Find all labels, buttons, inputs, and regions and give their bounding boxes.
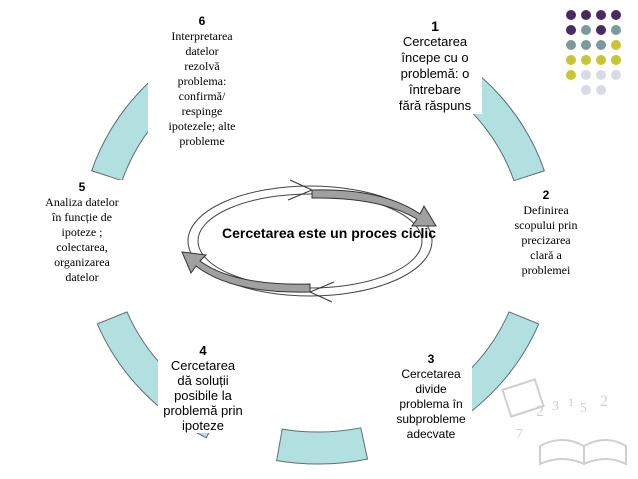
step-line: începe cu o (401, 50, 469, 65)
step-5: 5 Analiza datelor în funcție de ipoteze … (30, 180, 134, 285)
decorative-dot (596, 10, 606, 20)
decorative-dot (566, 10, 576, 20)
upper-cycle-arrow (311, 189, 437, 227)
svg-text:5: 5 (580, 401, 587, 416)
svg-text:1: 1 (568, 395, 574, 409)
upper-arrowhead-mark (287, 179, 314, 201)
decorative-dot (611, 40, 621, 50)
step-line: organizarea (54, 255, 110, 269)
decorative-dot (611, 10, 621, 20)
step-line: confirmă/ (178, 89, 226, 103)
lower-cycle-arrow (181, 251, 311, 293)
step-2: 2 Definirea scopului prin precizarea cla… (508, 188, 584, 278)
step-number: 5 (78, 180, 86, 194)
step-line: posibile la (174, 388, 232, 403)
step-line: întrebare (408, 82, 462, 97)
decorative-dot (566, 40, 576, 50)
step-number: 2 (542, 188, 550, 202)
step-line: probleme (179, 134, 225, 148)
decorative-dot (596, 70, 606, 80)
decorative-dot (611, 70, 621, 80)
step-line: colectarea, (56, 240, 108, 254)
center-loop-outline (187, 185, 433, 297)
decorative-dot (581, 25, 591, 35)
decorative-dot (581, 10, 591, 20)
step-number: 1 (431, 18, 439, 34)
step-line: Cercetarea (402, 34, 468, 49)
step-line: problemei (521, 263, 571, 277)
decorative-dot (596, 25, 606, 35)
step-line: în funcție de (52, 210, 112, 224)
step-number: 3 (427, 352, 435, 366)
step-3: 3 Cercetarea divide problema în subprobl… (390, 352, 472, 442)
step-number: 6 (198, 14, 206, 28)
step-line: Analiza datelor (45, 195, 119, 209)
decorative-dot (596, 55, 606, 65)
step-line: fără răspuns (398, 98, 472, 113)
step-line: Definirea (523, 203, 569, 217)
decorative-dot (566, 55, 576, 65)
step-line: divide (415, 382, 447, 396)
step-line: datelor (185, 44, 219, 58)
step-line: Interpretarea (171, 29, 233, 43)
book-clipart-icon: 2 3 1 5 2 7 (501, 378, 627, 466)
decorative-dot (581, 70, 591, 80)
decorative-dot-grid (566, 10, 630, 100)
step-number: 4 (199, 343, 207, 358)
step-line: Cercetarea (170, 358, 236, 373)
decorative-dot (596, 40, 606, 50)
step-line: adecvate (406, 427, 456, 441)
center-label-line: proces ciclic (351, 225, 437, 241)
decorative-dot (611, 25, 621, 35)
step-line: problema în (399, 397, 463, 411)
ring-arc-bottom (276, 427, 369, 465)
step-1: 1 Cercetarea începe cu o problemă: o înt… (388, 18, 482, 114)
step-line: datelor (65, 270, 99, 284)
step-line: clară a (530, 248, 562, 262)
step-line: problemă: o (400, 66, 470, 81)
step-6: 6 Interpretarea datelor rezolvă problema… (148, 14, 256, 149)
svg-text:2: 2 (600, 393, 608, 410)
decorative-dot (566, 25, 576, 35)
svg-text:7: 7 (516, 427, 523, 442)
decorative-dot (566, 70, 576, 80)
step-line: rezolvă (184, 59, 220, 73)
step-line: problemă prin (163, 403, 243, 418)
decorative-dot (581, 55, 591, 65)
svg-text:2: 2 (536, 403, 544, 420)
step-line: ipoteze (182, 418, 224, 433)
lower-arrowhead-mark (308, 281, 335, 303)
step-line: dă soluții (177, 373, 229, 388)
decorative-dot (581, 85, 591, 95)
step-line: scopului prin (514, 218, 578, 232)
step-line: respinge (181, 104, 223, 118)
step-line: ipoteze ; (61, 225, 103, 239)
step-line: subprobleme (396, 412, 466, 426)
decorative-dot (596, 85, 606, 95)
decorative-dot (581, 40, 591, 50)
center-loop (181, 179, 437, 303)
step-4: 4 Cercetarea dă soluții posibile la prob… (158, 343, 248, 433)
step-line: ipotezele; alte (168, 119, 236, 133)
step-line: precizarea (521, 233, 571, 247)
svg-text:3: 3 (552, 399, 559, 414)
step-line: problema: (177, 74, 227, 88)
center-label: Cercetarea este un proces ciclic (222, 224, 436, 242)
step-line: Cercetarea (401, 367, 461, 381)
center-label-line: Cercetarea este un (222, 225, 348, 241)
decorative-dot (611, 55, 621, 65)
